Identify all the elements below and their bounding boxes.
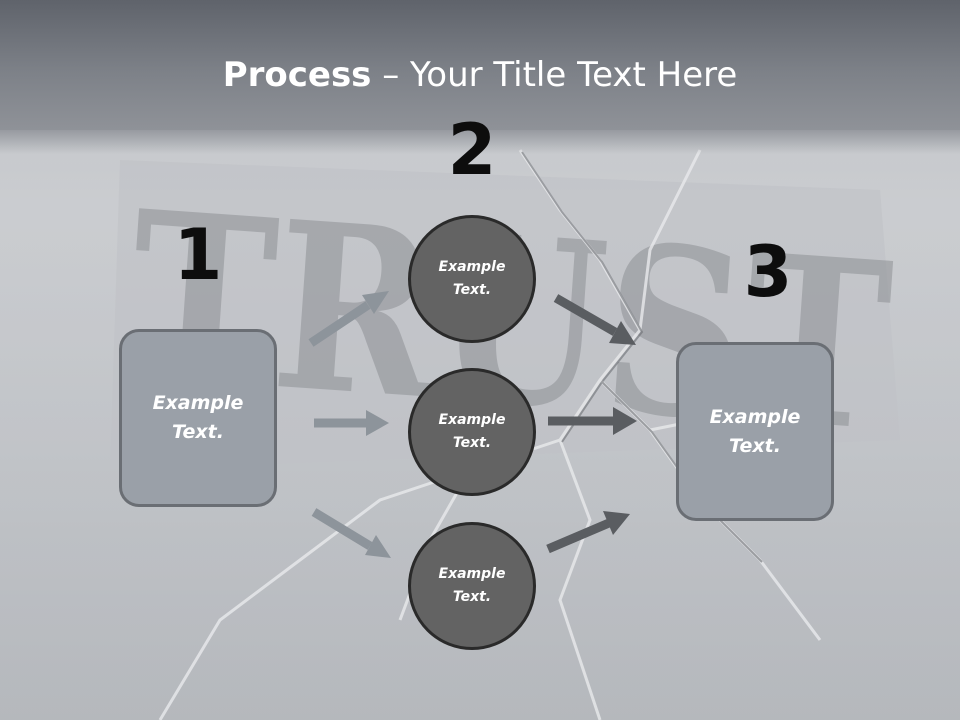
step-3-box[interactable]: Example Text. [676, 342, 834, 521]
step-1-number: 1 [173, 214, 223, 296]
title-band [0, 0, 960, 154]
arrow-1-to-bottom [311, 508, 391, 558]
slide-title: Process – Your Title Text Here [0, 52, 960, 98]
title-bold: Process [222, 55, 372, 95]
step-2-circle-middle[interactable]: Example Text. [408, 368, 536, 496]
arrow-top-to-3 [553, 294, 636, 345]
step-2-number: 2 [447, 109, 497, 191]
title-rest: – Your Title Text Here [371, 55, 738, 95]
step-2-circle-top[interactable]: Example Text. [408, 215, 536, 343]
arrow-1-to-top [308, 291, 389, 347]
arrow-bottom-to-3 [546, 511, 630, 554]
step-1-box[interactable]: Example Text. [119, 329, 277, 507]
arrow-middle-to-3 [548, 407, 637, 435]
arrow-1-to-middle [314, 410, 389, 436]
step-2-text-bottom: Example Text. [438, 566, 506, 605]
step-3-text: Example Text. [709, 405, 801, 457]
step-3-number: 3 [743, 231, 793, 313]
step-2-text-top: Example Text. [438, 259, 506, 298]
step-2-text-middle: Example Text. [438, 412, 506, 451]
step-2-circle-bottom[interactable]: Example Text. [408, 522, 536, 650]
step-1-text: Example Text. [152, 392, 244, 443]
